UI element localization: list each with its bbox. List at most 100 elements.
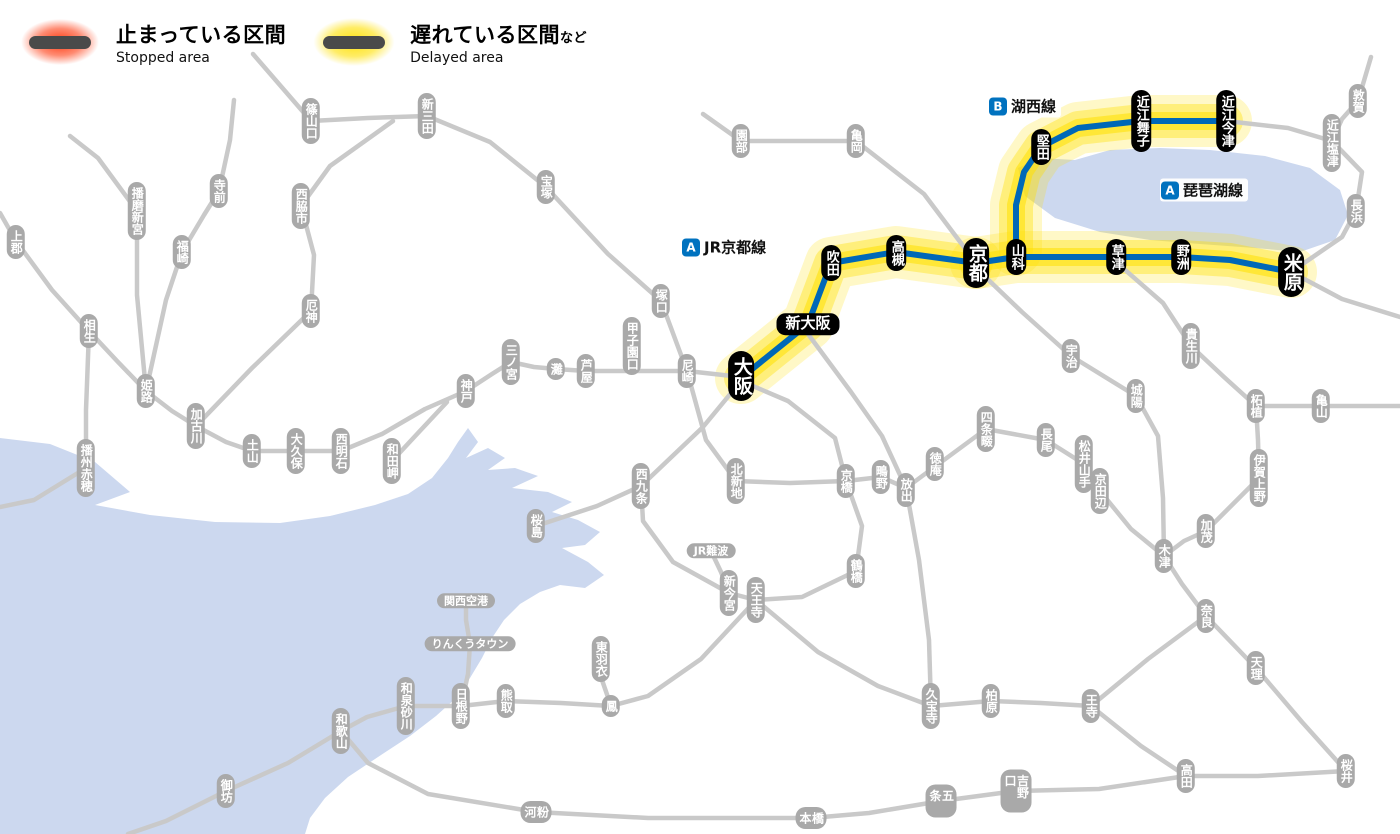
bantan-line <box>143 97 237 394</box>
kakogawa-line <box>193 118 396 429</box>
station-pill: 山科 <box>1006 239 1026 275</box>
station-pill: 高槻 <box>886 235 906 271</box>
station-pill: 日根野 <box>451 683 471 729</box>
station-pill: 和田岬 <box>382 438 402 484</box>
delayed-label-main: 遅れている区間 <box>410 22 560 47</box>
station-pill: 塚口 <box>651 284 671 318</box>
station-pill: 城陽 <box>1126 379 1146 413</box>
station-pill: 天理 <box>1246 651 1266 685</box>
station-pill: 桜島 <box>526 509 546 543</box>
station-pill: 園部 <box>731 124 751 158</box>
station-pill: JR難波 <box>686 543 736 559</box>
stopped-area-swatch-icon <box>6 10 114 74</box>
line-label-text: 湖西線 <box>1011 97 1057 116</box>
station-pill: 播磨新宮 <box>127 182 147 240</box>
sanyo-kobe-line <box>0 210 744 454</box>
stopped-bar-icon <box>29 35 91 49</box>
delayed-bar-icon <box>323 35 386 49</box>
yumesaki-line <box>533 483 644 529</box>
station-pill: 柘植 <box>1246 389 1266 423</box>
station-pill: 近江今津 <box>1216 90 1236 152</box>
station-pill: 堅田 <box>1031 129 1051 165</box>
station-pill: 鳳 <box>601 695 621 717</box>
station-pill: 長尾 <box>1036 423 1056 457</box>
hanwa-line <box>338 597 759 734</box>
delayed-label-ja: 遅れている区間など <box>410 19 587 49</box>
station-pill: 厄神 <box>301 294 321 328</box>
station-pill: 野洲 <box>1171 239 1191 275</box>
line-badge-icon: A <box>1161 181 1179 199</box>
station-pill: 大阪 <box>728 351 754 401</box>
station-pill: 姫路 <box>136 374 156 408</box>
line-badge-icon: B <box>989 97 1007 115</box>
station-pill: 寺前 <box>209 174 229 208</box>
station-pill: 神戸 <box>456 374 476 408</box>
station-pill: 西明石 <box>331 428 351 474</box>
station-pill: 熊取 <box>496 684 516 718</box>
station-pill: 草津 <box>1106 239 1126 275</box>
station-pill: 亀岡 <box>846 124 866 158</box>
delayed-area-swatch-icon <box>300 10 409 74</box>
station-pill: 亀山 <box>1311 389 1331 423</box>
station-pill: 関西空港 <box>437 593 495 609</box>
station-pill: 甲子園口 <box>622 317 642 375</box>
station-pill: 北新地 <box>726 458 746 504</box>
osaka-bay <box>0 428 604 834</box>
station-pill: 加古川 <box>186 403 206 449</box>
station-pill: 王寺 <box>1081 689 1101 723</box>
station-pill: 三ノ宮 <box>501 339 521 385</box>
delayed-label-suffix: など <box>559 30 587 46</box>
fukuchiyama-line <box>250 51 690 374</box>
station-pill: 御坊 <box>216 774 236 808</box>
station-pill: 京田辺 <box>1090 468 1110 514</box>
station-pill: 木津 <box>1154 539 1174 573</box>
station-pill: 高田 <box>1176 759 1196 793</box>
station-pill: 新今宮 <box>719 570 739 616</box>
station-pill: 篠山口 <box>301 98 321 144</box>
legend-item-delayed: 遅れている区間など Delayed area <box>300 10 587 74</box>
station-pill: 大久保 <box>286 428 306 474</box>
station-pill: 奈良 <box>1196 599 1216 633</box>
stopped-label-ja: 止まっている区間 <box>116 22 287 47</box>
station-pill: 和歌山 <box>331 708 351 754</box>
station-pill: 伊賀上野 <box>1249 449 1269 507</box>
station-pill: 京都 <box>963 238 989 288</box>
stopped-label-en: Stopped area <box>116 49 210 66</box>
line-label-text: 琵琶湖線 <box>1183 181 1244 200</box>
station-pill: 相生 <box>79 314 99 348</box>
station-pill: 和泉砂川 <box>396 677 416 735</box>
station-pill: 近江塩津 <box>1322 114 1342 172</box>
station-pill: 松井山手 <box>1074 435 1094 493</box>
station-pill: 桜井 <box>1336 754 1356 788</box>
station-pill: 芦屋 <box>576 354 596 388</box>
station-pill: 吹田 <box>821 245 841 281</box>
station-pill: 新大阪 <box>776 313 840 335</box>
station-pill: 宇治 <box>1061 339 1081 373</box>
station-pill: 宝塚 <box>536 170 556 204</box>
station-pill: 放出 <box>896 473 916 507</box>
station-pill: 加茂 <box>1196 514 1216 548</box>
station-pill: 天王寺 <box>746 577 766 623</box>
station-pill: 敦賀 <box>1348 84 1368 118</box>
station-pill: 長浜 <box>1346 194 1366 228</box>
station-pill: 五条 <box>925 784 957 818</box>
station-pill: 新三田 <box>417 93 437 139</box>
station-pill: 橋本 <box>795 807 827 829</box>
station-pill: 土山 <box>242 434 262 468</box>
legend: 止まっている区間 Stopped area 遅れている区間など Delayed … <box>6 10 587 74</box>
station-pill: 米原 <box>1278 247 1304 297</box>
station-pill: 吉野口 <box>1000 769 1032 813</box>
station-pill: 東羽衣 <box>591 636 611 682</box>
station-pill: 西脇市 <box>291 183 311 229</box>
line-label-text: JR京都線 <box>704 238 767 257</box>
legend-item-stopped: 止まっている区間 Stopped area <box>6 10 286 74</box>
stopped-legend-text: 止まっている区間 Stopped area <box>116 19 286 66</box>
station-pill: 四条畷 <box>976 406 996 452</box>
kosei-line-north <box>1223 118 1335 144</box>
station-pill: 福崎 <box>172 235 192 269</box>
